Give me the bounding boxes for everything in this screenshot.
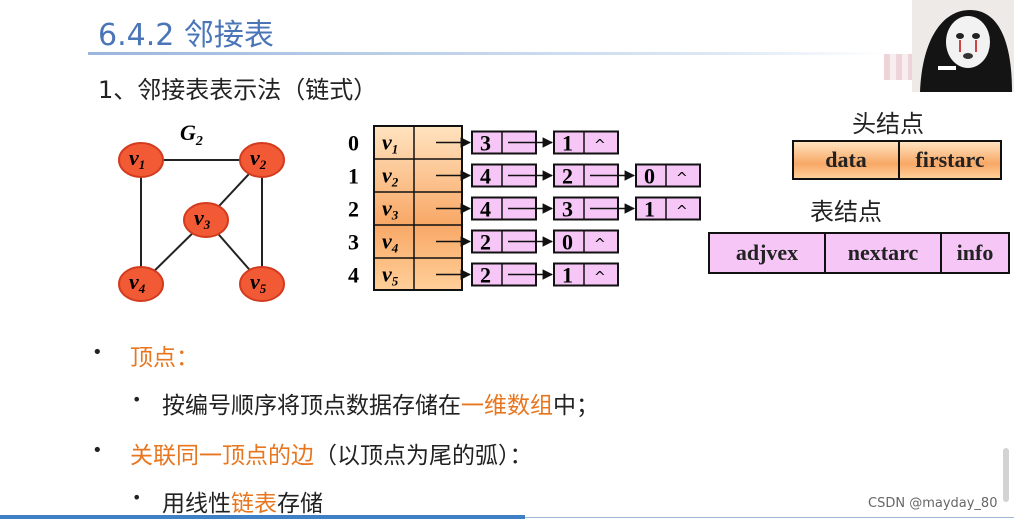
vertex-cell-label: v2 [382,163,399,190]
bullet-vertex-detail: 按编号顺序将顶点数据存储在一维数组中； [162,386,599,420]
row-index: 3 [348,230,359,255]
highlight-linked-list: 链表 [231,491,277,517]
list-node [553,262,619,287]
list-node [553,130,619,155]
bullet-text-part: 用线性 [162,491,231,517]
head-node-box: data firstarc [792,140,1002,180]
adjacency-list-diagram: 0 v1 3 1 ^ 1 v2 4 2 0 ^ 2 v3 4 3 1 ^ 3 v4 2 0 ^ 4 v5 2 1 ^ [348,125,701,291]
highlight-edges: 关联同一顶点的边 [130,443,314,469]
bullet-edges: 关联同一顶点的边（以顶点为尾的弧）： [130,436,533,470]
adjvex-value: 3 [480,131,491,156]
adjvex-value: 2 [480,230,491,255]
svg-text:v5: v5 [250,269,267,296]
list-node [635,196,701,221]
vertex-v2: v2 [239,142,285,178]
head-node-label: 头结点 [852,110,924,138]
adjvex-value: 4 [480,164,491,189]
vertex-v3: v3 [183,202,229,238]
bullet-text-part: 中； [553,393,599,419]
row-index: 0 [348,131,359,156]
watermark: CSDN @mayday_80 [868,496,998,511]
row-index: 4 [348,263,359,288]
bullet-text-part: （以顶点为尾的弧）： [314,443,533,469]
null-pointer-icon: ^ [676,171,688,187]
bullet-text-part: 按编号顺序将顶点数据存储在 [162,393,461,419]
svg-text:v3: v3 [194,205,211,232]
adjvex-value: 1 [562,131,573,156]
vertex-cell-label: v1 [382,130,398,157]
scrollbar-thumb[interactable] [1003,448,1009,502]
vertex-v4: v4 [118,266,164,302]
page-title: 6.4.2 邻接表 [98,10,274,54]
svg-text:v4: v4 [129,269,146,296]
adjvex-value: 4 [480,197,491,222]
graph-g2: G2 v1 v2 v3 v4 v5 [118,120,285,302]
list-node [635,163,701,188]
vertex-v5: v5 [239,266,285,302]
null-pointer-icon: ^ [594,138,606,154]
vertex-cell-label: v3 [382,196,399,223]
bullet-dot-icon: • [132,488,142,507]
list-node [553,229,619,254]
title-underline [88,52,888,55]
svg-text:v2: v2 [250,145,267,172]
bullet-dot-icon: • [132,390,142,409]
adjvex-value: 0 [644,164,655,189]
head-node-field-data: data [794,142,900,178]
vertex-cell-label: v4 [382,229,399,256]
adjvex-value: 2 [480,263,491,288]
highlight-one-dim-array: 一维数组 [461,393,553,419]
vertex-cell-label: v5 [382,262,399,289]
table-node-box: adjvex nextarc info [708,232,1010,274]
adjvex-value: 1 [644,197,655,222]
table-node-field-nextarc: nextarc [826,234,942,272]
row-index: 1 [348,164,359,189]
bullet-dot-icon: • [92,440,103,461]
bullet-edges-detail: 用线性链表存储 [162,484,323,518]
webcam-decoration [884,54,914,80]
null-pointer-icon: ^ [594,270,606,286]
webcam-image [912,0,1014,92]
adjvex-value: 2 [562,164,573,189]
table-node-field-adjvex: adjvex [710,234,826,272]
bullet-dot-icon: • [92,342,103,363]
section-title: 邻接表 [183,18,274,53]
webcam-overlay [912,0,1014,92]
vertex-v1: v1 [118,142,164,178]
null-pointer-icon: ^ [676,204,688,220]
bullet-text-part: 存储 [277,491,323,517]
head-node-field-firstarc: firstarc [915,147,985,172]
subtitle: 1、邻接表表示法（链式） [98,76,378,104]
adjvex-value: 0 [562,230,573,255]
bullet-vertex: 顶点： [130,345,199,371]
table-node-field-info: info [956,240,994,265]
null-pointer-icon: ^ [594,237,606,253]
progress-bar[interactable] [0,515,525,519]
row-index: 2 [348,197,359,222]
section-number: 6.4.2 [98,18,175,53]
adjvex-value: 1 [562,263,573,288]
table-node-label: 表结点 [810,198,882,226]
adjvex-value: 3 [562,197,573,222]
svg-text:v1: v1 [129,145,145,172]
graph-label: G2 [180,120,203,149]
